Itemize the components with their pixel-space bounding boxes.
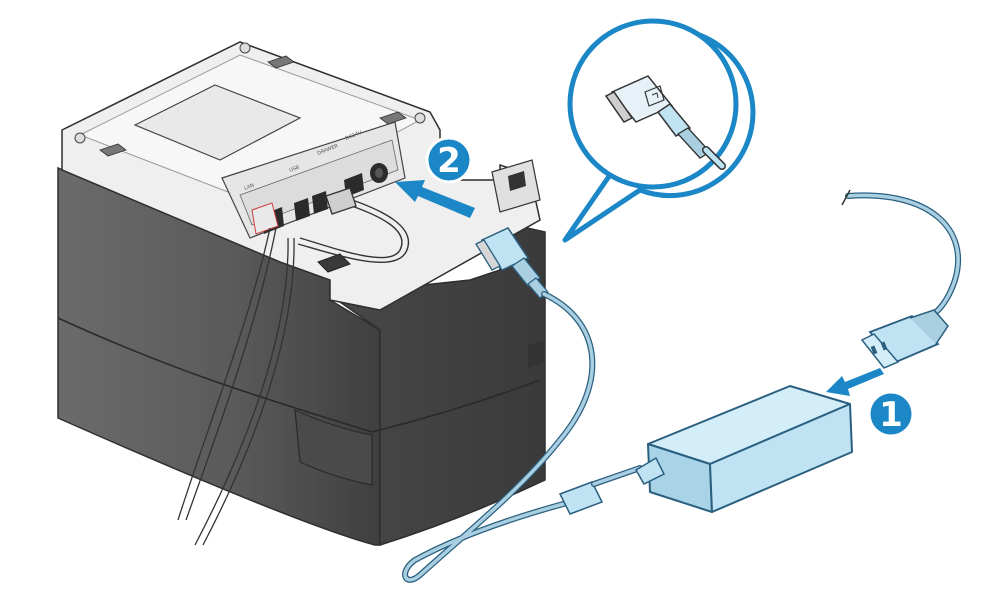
step-1-badge: 1 (867, 390, 915, 438)
ferrite-core-icon (558, 465, 643, 515)
port-label-usb: USB (289, 164, 301, 174)
step-2-badge: 2 (425, 136, 473, 184)
arrow-icon (395, 180, 475, 218)
power-cord-icon (841, 189, 962, 369)
zoom-callout (562, 18, 756, 243)
step-2-number: 2 (437, 141, 461, 181)
step-1-number: 1 (879, 395, 903, 435)
port-label-lan: LAN (244, 182, 256, 191)
arrow-icon-step-1 (826, 368, 884, 396)
dc-cable (402, 291, 596, 583)
dc-plug-closeup (604, 75, 726, 170)
existing-cables (177, 187, 409, 546)
ac-adapter-icon (634, 385, 853, 513)
printer-illustration: LAN USB DC24V DRAWER (57, 41, 546, 547)
